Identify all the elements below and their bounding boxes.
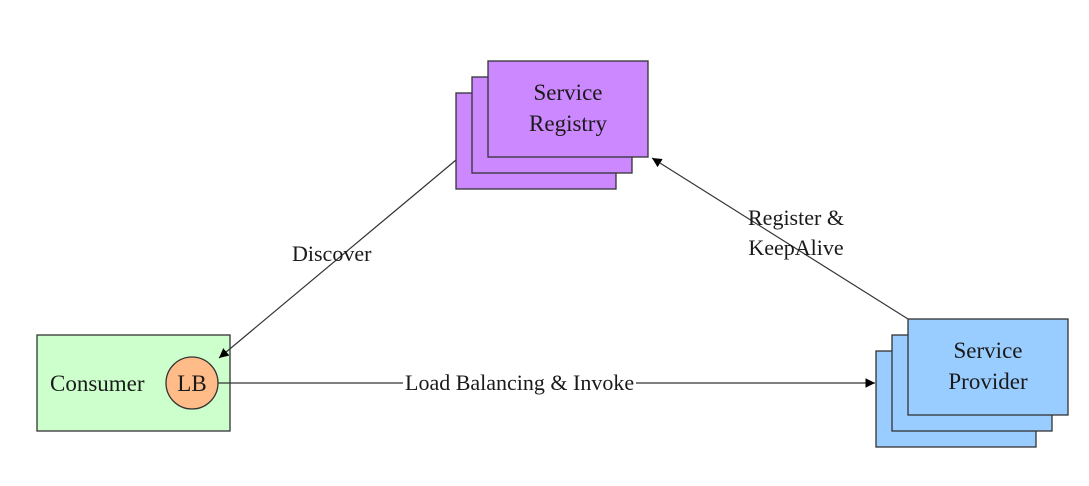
register-arrow: [651, 157, 909, 320]
register-label-line2: KeepAlive: [748, 235, 844, 260]
provider-label: Service Provider: [908, 335, 1068, 397]
provider-label-line2: Provider: [948, 369, 1028, 394]
service-provider-node: [875, 318, 1069, 448]
invoke-label: Load Balancing & Invoke: [403, 368, 637, 398]
registry-label: Service Registry: [488, 77, 648, 139]
registry-label-line1: Service: [533, 80, 603, 105]
discover-arrow: [218, 159, 457, 359]
registry-label-line2: Registry: [529, 111, 607, 136]
discover-label: Discover: [292, 241, 372, 266]
lb-label: LB: [177, 371, 207, 396]
register-label-line1: Register &: [748, 205, 844, 230]
lb-circle: [165, 356, 219, 410]
consumer-label: Consumer: [50, 371, 145, 396]
register-label: Register & KeepAlive: [748, 203, 844, 263]
service-registry-node: [455, 60, 649, 190]
provider-label-line1: Service: [953, 338, 1023, 363]
